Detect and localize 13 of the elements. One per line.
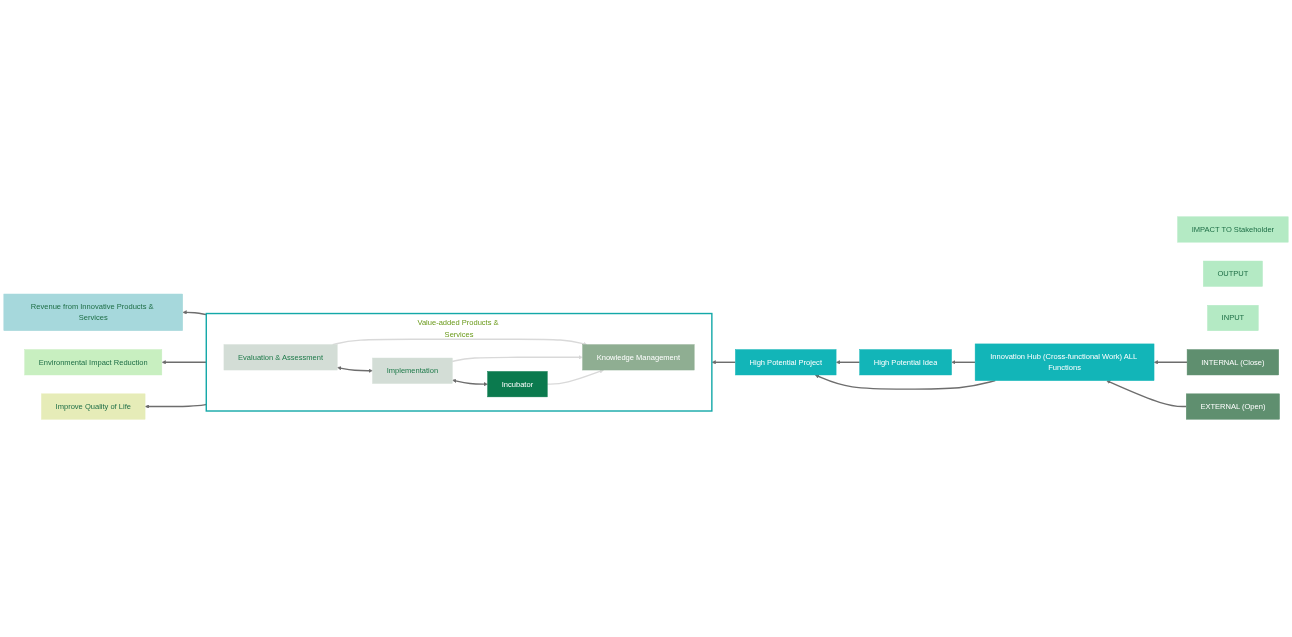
arrow xyxy=(161,360,207,365)
arrow xyxy=(452,379,488,387)
arrow xyxy=(711,360,737,365)
arrow xyxy=(337,366,373,374)
arrow xyxy=(451,355,583,363)
arrow xyxy=(1153,360,1188,365)
arrow xyxy=(546,369,604,386)
arrow xyxy=(951,360,976,365)
arrow xyxy=(835,360,861,365)
arrow xyxy=(182,310,207,316)
arrow xyxy=(144,404,207,410)
arrow xyxy=(1106,380,1187,408)
arrow xyxy=(331,338,588,347)
